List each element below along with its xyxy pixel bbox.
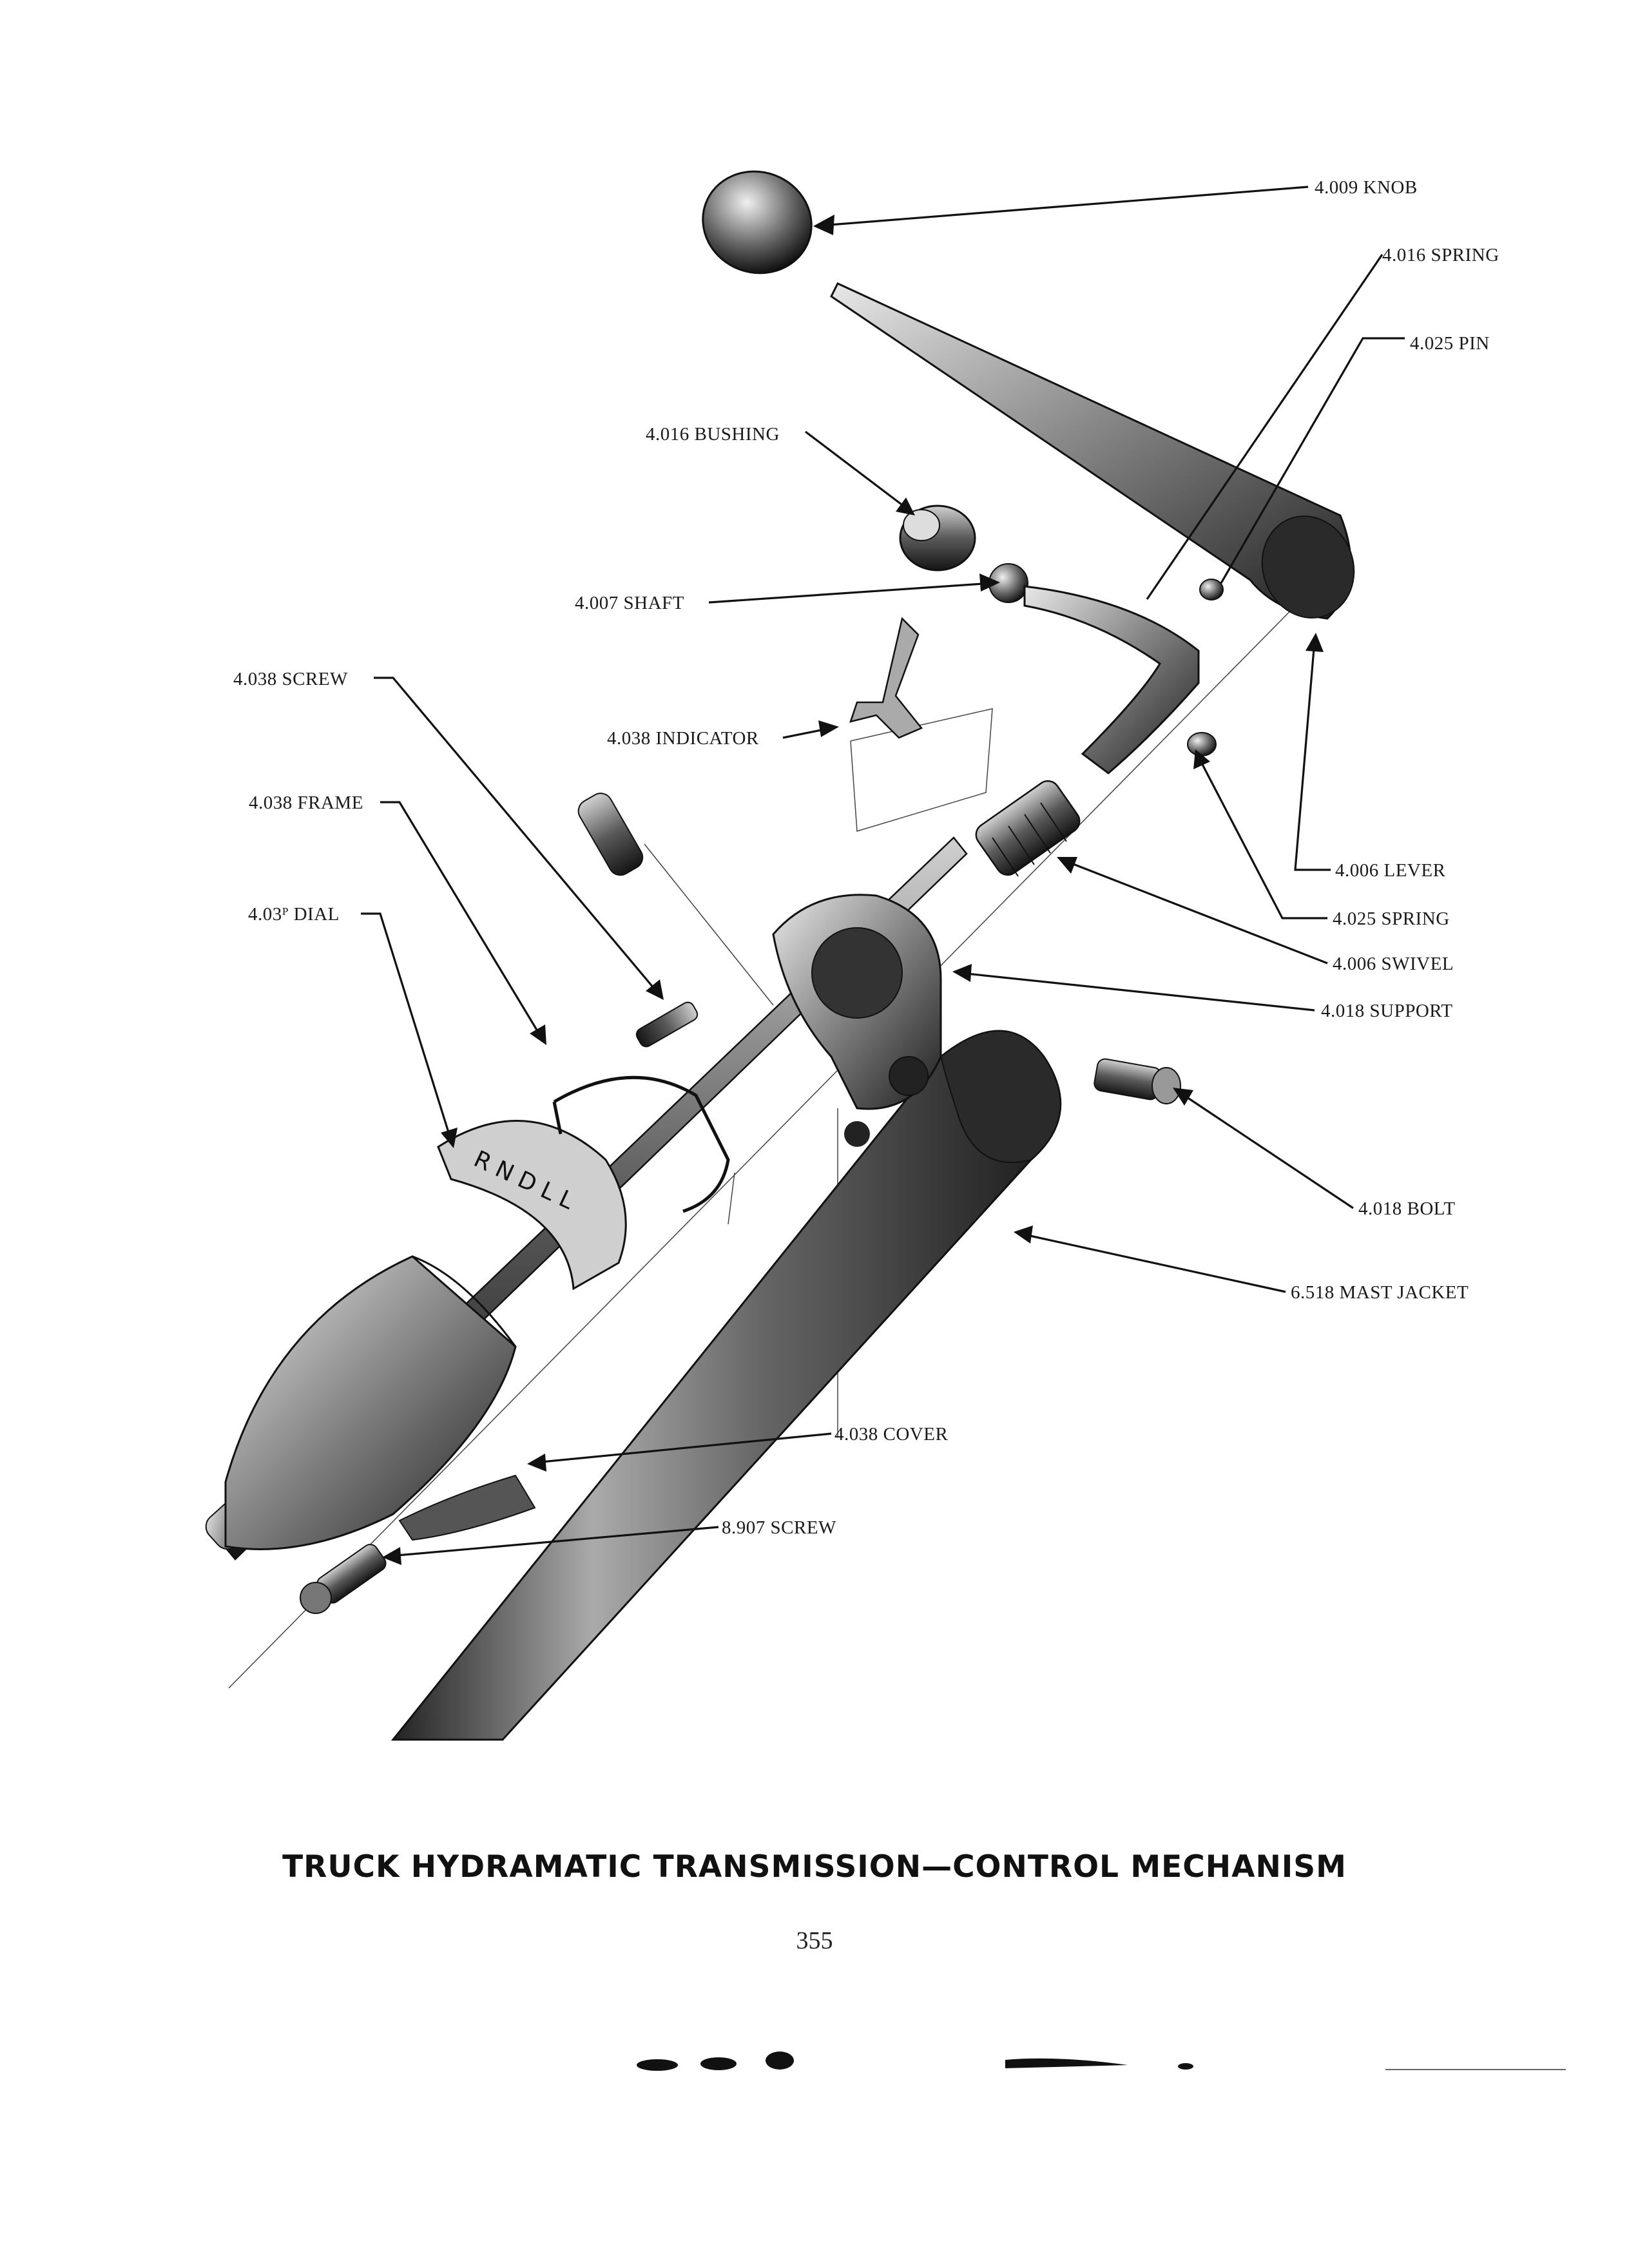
callout-bushing: 4.016 BUSHING — [646, 424, 780, 445]
knob — [702, 170, 813, 274]
indicator — [849, 617, 923, 739]
figure-caption: TRUCK HYDRAMATIC TRANSMISSION—CONTROL ME… — [282, 1849, 1347, 1885]
swivel — [975, 780, 1081, 877]
pin — [1199, 579, 1224, 601]
leader-lines — [361, 186, 1405, 1565]
callout-support: 4.018 SUPPORT — [1321, 1001, 1453, 1021]
callout-dial: 4.03ᴾ DIAL — [248, 904, 340, 925]
callout-swivel: 4.006 SWIVEL — [1333, 954, 1454, 974]
callout-indicator: 4.038 INDICATOR — [607, 728, 759, 749]
callout-screw-lower: 8.907 SCREW — [722, 1517, 836, 1538]
scan-marks — [637, 2052, 1566, 2071]
spring-lower-part — [1187, 732, 1217, 756]
callout-screw-upper: 4.038 SCREW — [233, 669, 348, 689]
callout-lever: 4.006 LEVER — [1335, 860, 1446, 881]
callout-frame: 4.038 FRAME — [249, 793, 363, 813]
dial: R N D L L — [437, 1120, 627, 1291]
bolt-part — [1094, 1058, 1181, 1104]
callout-labels: 4.009 KNOB 4.016 SPRING 4.025 PIN 4.016 … — [233, 177, 1499, 1538]
shift-shaft — [988, 563, 1200, 774]
bushing — [899, 505, 976, 572]
callout-shaft: 4.007 SHAFT — [575, 593, 684, 613]
cover — [224, 1255, 536, 1550]
axis-lines — [228, 586, 1315, 1689]
callout-spring-top: 4.016 SPRING — [1382, 245, 1499, 265]
screw-upper-part — [577, 793, 699, 1048]
support — [772, 894, 942, 1147]
callout-cover: 4.038 COVER — [834, 1424, 948, 1445]
mast-jacket — [390, 1030, 1062, 1741]
lever — [830, 282, 1355, 620]
page-number: 355 — [796, 1927, 833, 1954]
callout-knob: 4.009 KNOB — [1315, 177, 1418, 198]
callout-mast-jacket: 6.518 MAST JACKET — [1291, 1282, 1469, 1303]
callout-spring-lower: 4.025 SPRING — [1333, 908, 1450, 929]
callout-pin: 4.025 PIN — [1410, 333, 1490, 354]
frame — [552, 1075, 730, 1213]
screw-lower-part — [300, 1544, 387, 1614]
callout-bolt: 4.018 BOLT — [1358, 1198, 1456, 1219]
